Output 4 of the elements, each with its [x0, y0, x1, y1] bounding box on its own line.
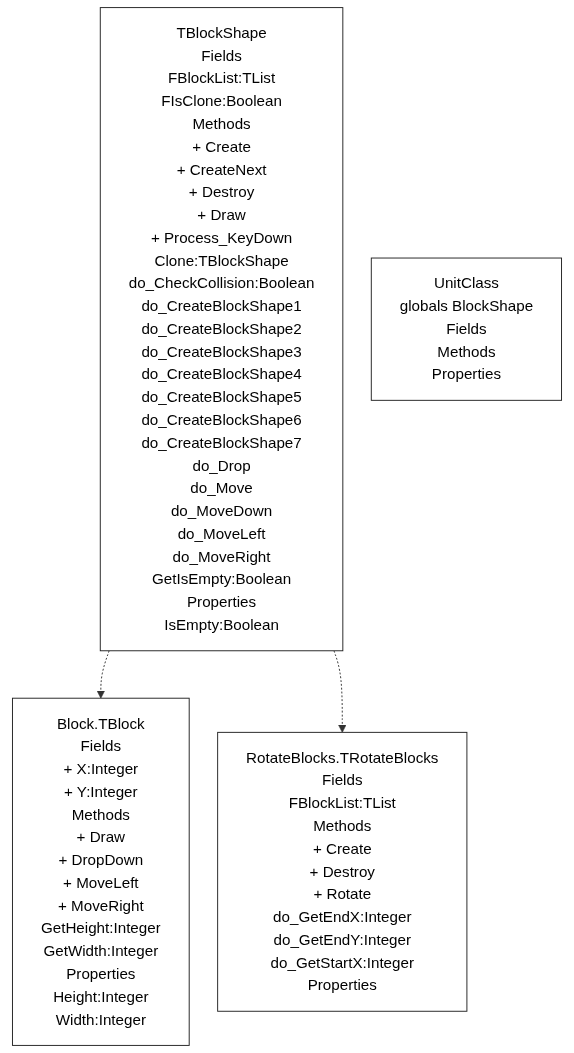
- node-box: TBlockShape Fields FBlockList:TList FIsClone:Boolean Methods + Create + CreateNext + Destroy + Draw + Process_KeyDown Clone:TBlockShape do_CheckCollision:Boolean do_CreateBlockShape1 do_CreateBlockShape2 do_CreateBlockShape3 do_CreateBlockShape4 do_CreateBlockShape5 do_CreateBlockShape6 do_CreateBlockShape7 do_Drop do_Move do_MoveDown do_MoveLeft do_MoveRight GetIsEmpty:Boolean Properties IsEmpty:Boolean: [99, 7, 344, 652]
- node-box: Block.TBlock Fields + X:Integer + Y:Integer Methods + Draw + DropDown + MoveLeft + MoveRight GetHeight:Integer GetWidth:Integer Properties Height:Integer Width:Integer: [12, 697, 190, 1046]
- node-box: UnitClass globals BlockShape Fields Methods Properties: [370, 257, 562, 401]
- node-box: RotateBlocks.TRotateBlocks Fields FBlockList:TList Methods + Create + Destroy + Rotate do_GetEndX:Integer do_GetEndY:Integer do_GetStartX:Integer Properties: [217, 731, 468, 1012]
